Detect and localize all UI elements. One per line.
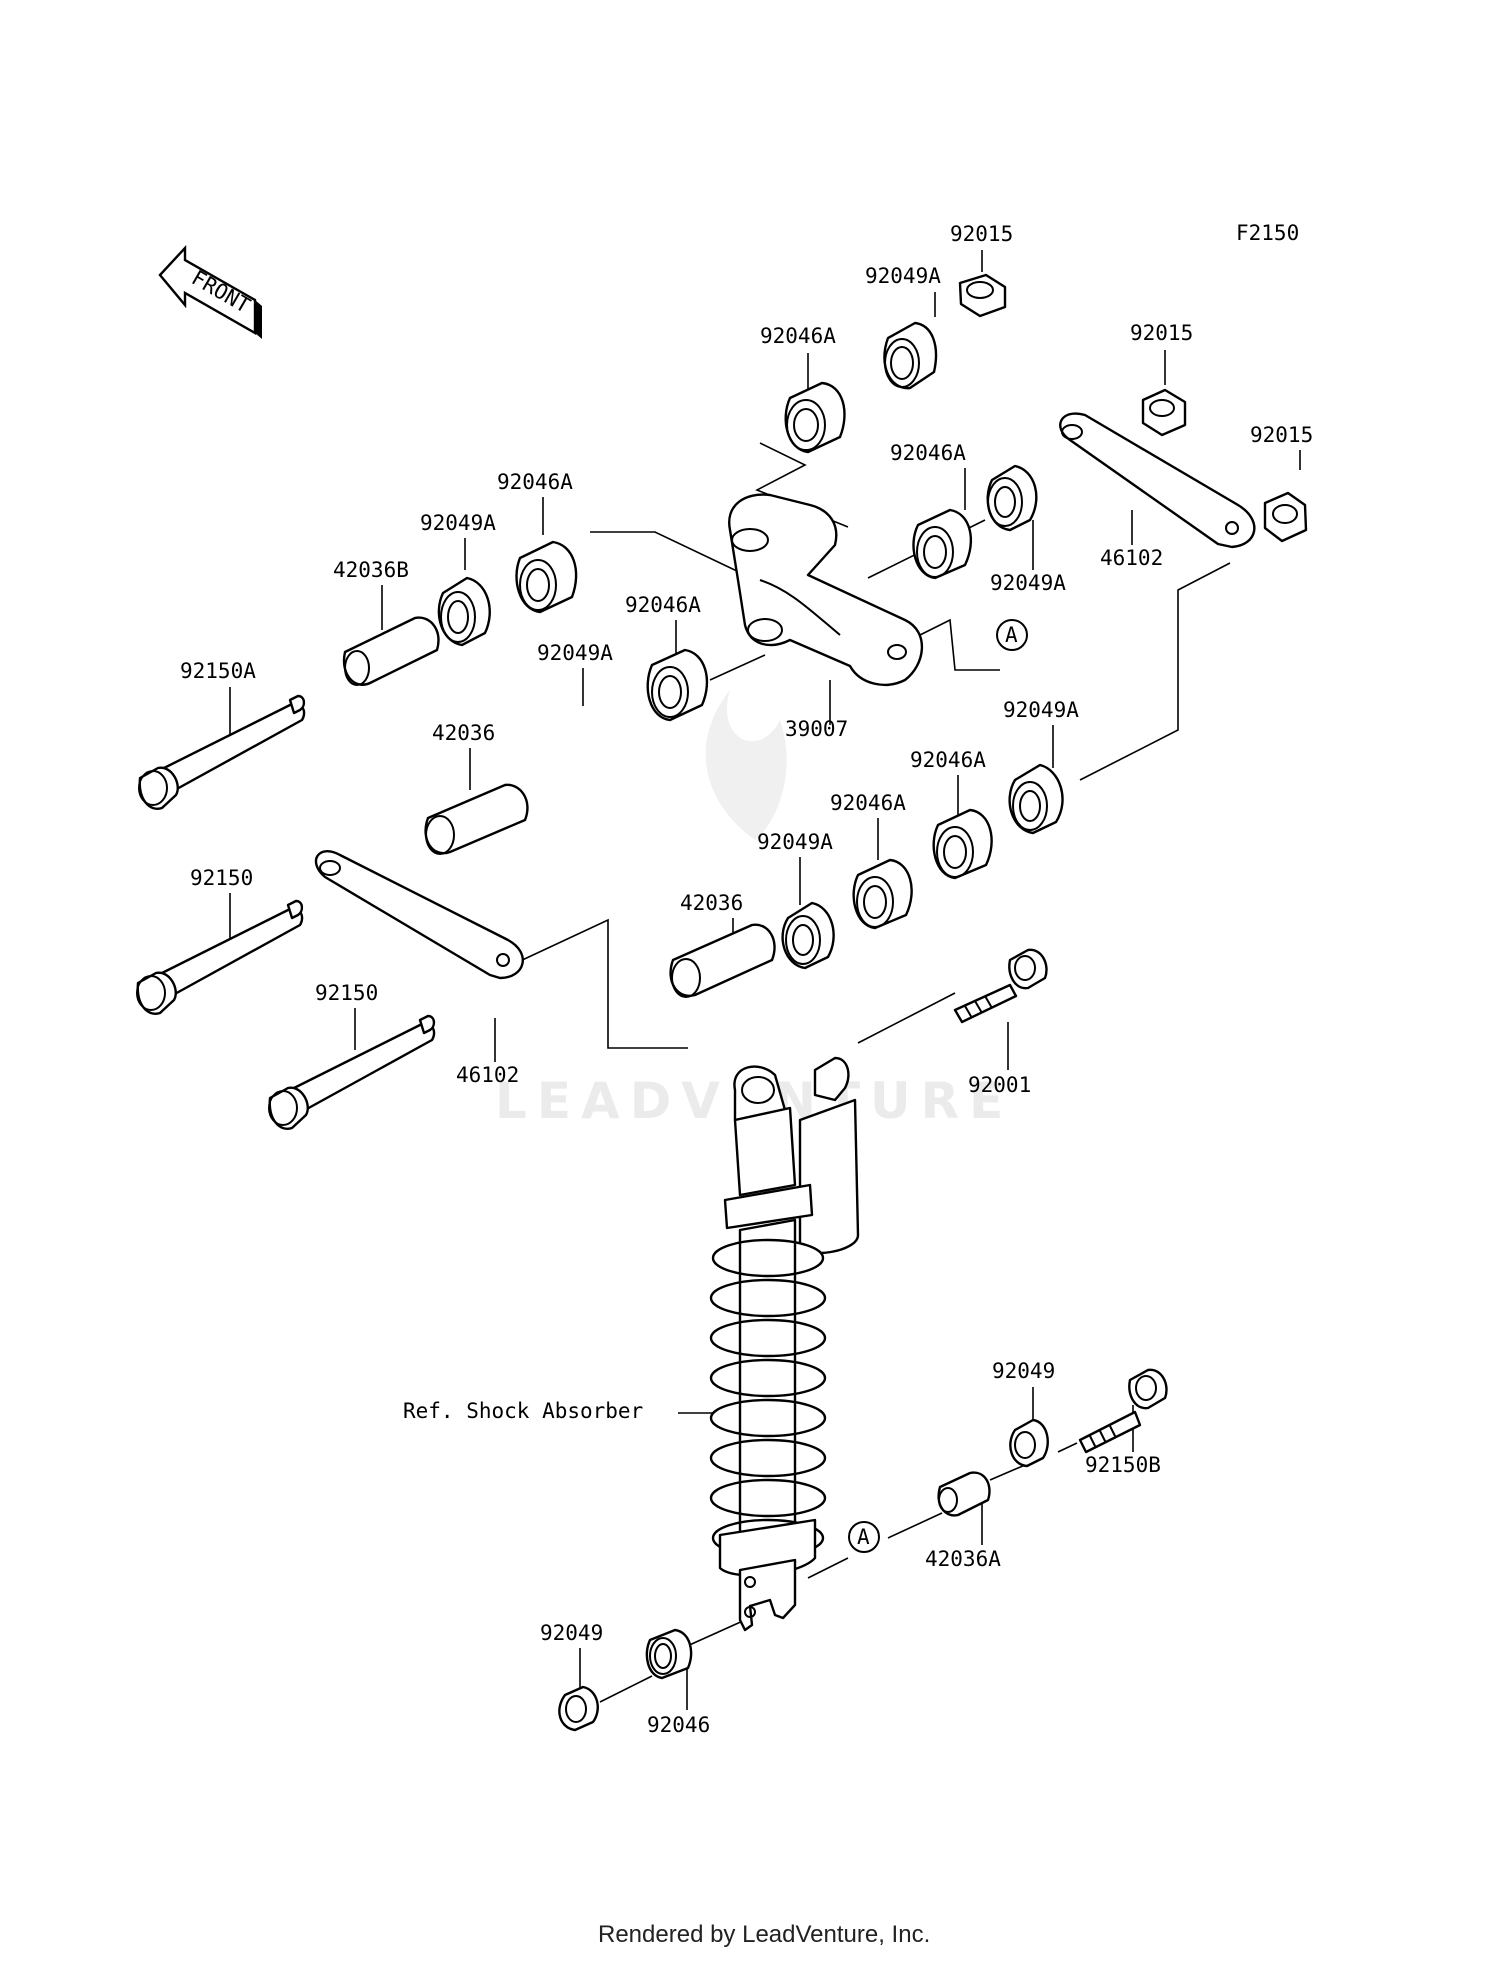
label-92046A-r2: 92046A [830,791,906,815]
label-42036-upper: 42036 [432,721,495,745]
bearing-92046-bottom-icon [645,1628,693,1680]
link-46102-lower-icon [314,850,524,980]
label-92015-mid: 92015 [1130,321,1193,345]
leader-lines [229,250,1301,1710]
bearing-92046A-r2-icon [852,858,913,930]
rocker-arm-39007-icon [728,493,924,687]
collar-92049A-r2-icon [781,901,835,970]
sleeve-42036B-icon [342,616,440,686]
bolt-92150-b-icon [268,1014,436,1130]
label-42036B: 42036B [333,558,409,582]
label-92046A-top: 92046A [760,324,836,348]
label-92046A-r: 92046A [910,748,986,772]
label-42036-lower: 42036 [680,891,743,915]
label-92049A-r: 92049A [1003,698,1079,722]
label-92049A-ul: 92049A [420,511,496,535]
label-42036A: 42036A [925,1547,1001,1571]
label-92046A-ul: 92046A [497,470,573,494]
label-92049A-r2: 92049A [757,830,833,854]
label-92046-bottom: 92046 [647,1713,710,1737]
nut-92015-mid-icon [1141,388,1187,437]
label-92150-a: 92150 [190,866,253,890]
label-46102-upper: 46102 [1100,546,1163,570]
footer-credit: Rendered by LeadVenture, Inc. [598,1921,930,1948]
figure-code: F2150 [1236,221,1299,245]
sleeve-42036-lower-icon [669,923,776,998]
sleeve-42036-upper-icon [424,783,529,855]
shock-absorber-icon [709,1056,860,1632]
label-92049-left: 92049 [540,1621,603,1645]
label-92001: 92001 [968,1073,1031,1097]
bolt-92001-icon [953,948,1048,1024]
washer-92049-right-icon [1009,1418,1049,1468]
label-92049A-rb: 92049A [990,571,1066,595]
bolt-92150-a-icon [136,899,304,1015]
bearing-92046A-top-icon [784,381,846,454]
svg-text:A: A [857,1525,870,1549]
label-92046A-rb: 92046A [890,441,966,465]
label-92015-top: 92015 [950,222,1013,246]
collar-92049A-right-upper-icon [986,464,1038,532]
nut-92015-right-icon [1263,491,1308,543]
washer-92049-left-icon [558,1685,599,1732]
collar-92049A-right-icon [1008,763,1064,835]
bearing-92046A-ul-icon [515,540,578,614]
part-shapes: A [136,273,1308,1732]
label-39007: 39007 [785,717,848,741]
callout-a-upper-icon: A [996,619,1028,651]
label-92015-right: 92015 [1250,423,1313,447]
label-92049A-c: 92049A [537,641,613,665]
label-92150-b: 92150 [315,981,378,1005]
bolt-92150A-icon [138,694,306,810]
link-46102-upper-icon [1059,412,1256,549]
bolt-92150B-icon [1078,1368,1168,1454]
bearing-92046A-right-icon [912,508,973,580]
label-92150B: 92150B [1085,1453,1161,1477]
collar-92049A-ul-icon [437,576,491,647]
label-46102-lower: 46102 [456,1063,519,1087]
callout-a-lower-icon: A [848,1521,880,1553]
front-arrow-icon: FRONT [158,244,262,339]
nut-92015-top-icon [958,273,1007,318]
svg-text:A: A [1005,623,1018,647]
label-92049A-top: 92049A [865,264,941,288]
bearing-92046A-center-icon [646,648,709,722]
ref-shock-label: Ref. Shock Absorber [403,1399,643,1423]
part-labels: 92015 92049A 92046A 92015 92015 92046A 9… [180,222,1313,1737]
label-92046A-c: 92046A [625,593,701,617]
sleeve-42036A-icon [937,1471,991,1517]
label-92049-right: 92049 [992,1359,1055,1383]
label-92150A: 92150A [180,659,256,683]
bearing-92046A-r-icon [932,808,993,880]
collar-92049A-top-icon [883,321,938,390]
